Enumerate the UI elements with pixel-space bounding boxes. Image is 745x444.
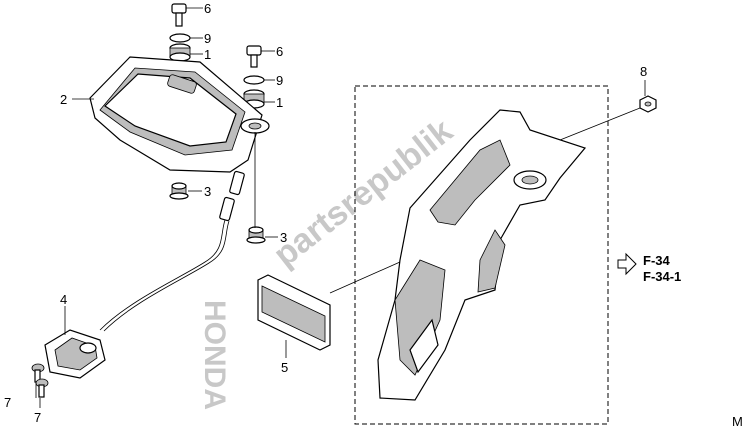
- screw-7-left: [31, 363, 45, 383]
- callout-3-upper: 3: [204, 184, 211, 199]
- callout-4: 4: [60, 292, 67, 307]
- callout-9-mid: 9: [276, 73, 283, 88]
- reference-f-34: F-34: [643, 253, 671, 268]
- callout-6-top: 6: [204, 1, 211, 16]
- callout-8: 8: [640, 64, 647, 79]
- callout-7-left: 7: [4, 395, 11, 410]
- washer-9-top: [169, 33, 191, 43]
- screw-7-right: [35, 378, 49, 398]
- callout-3-lower: 3: [280, 230, 287, 245]
- tail-light-2: [89, 56, 270, 173]
- reference-arrow-icon: [617, 252, 637, 276]
- nut-8: [639, 95, 657, 113]
- reference-f-34-1: F-34-1: [643, 269, 681, 284]
- bolt-6-mid: [246, 45, 262, 68]
- corner-mark: M: [732, 414, 743, 429]
- leader-lines: [35, 7, 646, 408]
- callout-6-mid: 6: [276, 44, 283, 59]
- bolt-6-top: [171, 3, 187, 27]
- rear-fender: [377, 109, 587, 401]
- callout-1-top: 1: [204, 47, 211, 62]
- callout-5: 5: [281, 360, 288, 375]
- license-light-4: [44, 329, 106, 379]
- washer-9-mid: [243, 75, 265, 85]
- reflector-5: [257, 274, 331, 351]
- collar-3-lower: [246, 226, 266, 244]
- callout-1-mid: 1: [276, 95, 283, 110]
- watermark-brand: HONDA: [198, 300, 231, 410]
- grommet-1-top: [169, 43, 191, 62]
- callout-9-top: 9: [204, 31, 211, 46]
- collar-3-upper: [169, 182, 189, 200]
- assembly-dashed-outline: [354, 85, 609, 425]
- callout-7-right: 7: [34, 410, 41, 425]
- callout-2: 2: [60, 92, 67, 107]
- wire-harness: [99, 170, 245, 332]
